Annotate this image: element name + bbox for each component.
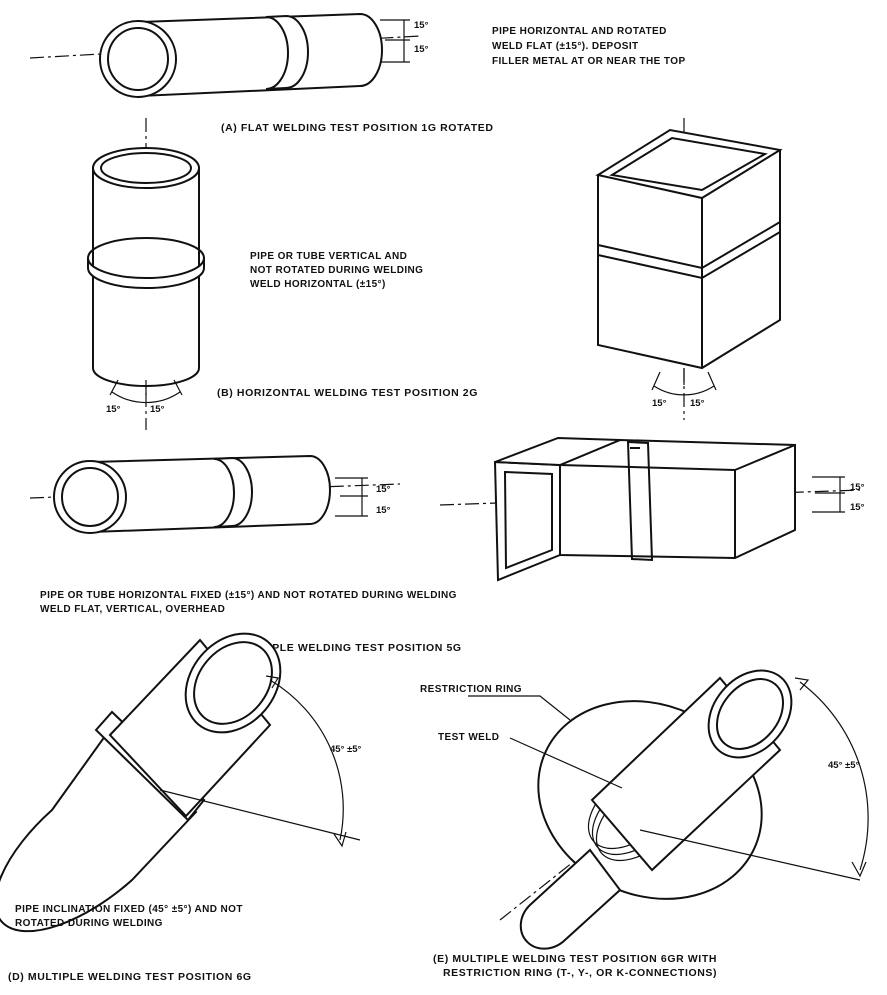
- panel-a-dim-bottom: 15°: [414, 44, 429, 55]
- panel-b-note-line-2: NOT ROTATED DURING WELDING: [250, 265, 423, 276]
- panel-e-caption-line-2: RESTRICTION RING (T-, Y-, OR K-CONNECTIO…: [443, 967, 717, 979]
- panel-e-label-restriction-ring: RESTRICTION RING: [420, 684, 522, 695]
- panel-c-horizontal-tube: 15° 15°: [439, 436, 865, 582]
- panel-d-angle: 45° ±5°: [330, 744, 362, 755]
- panel-b-tube-dim-left: 15°: [652, 398, 667, 409]
- panel-c-note-line-1: PIPE OR TUBE HORIZONTAL FIXED (±15°) AND…: [40, 590, 457, 601]
- panel-c-horizontal-pipe: 15° 15°: [29, 454, 401, 534]
- panel-b-pipe-dim-left: 15°: [106, 404, 121, 415]
- panel-d-inclined-pipe: 45° ±5°: [0, 632, 362, 933]
- panel-c-pipe-dim-top: 15°: [376, 484, 391, 495]
- panel-b-pipe-dim-right: 15°: [150, 404, 165, 415]
- panel-e-restriction-ring: 45° ±5°: [468, 669, 869, 950]
- panel-e-angle: 45° ±5°: [828, 760, 860, 771]
- panel-a-note-line-3: FILLER METAL AT OR NEAR THE TOP: [492, 56, 686, 67]
- panel-a-flat-pipe: 15° 15°: [29, 12, 429, 98]
- panel-b-note-line-1: PIPE OR TUBE VERTICAL AND: [250, 251, 407, 262]
- panel-a-note-line-2: WELD FLAT (±15°). DEPOSIT: [492, 41, 639, 52]
- panel-c-caption: (C) MULTIPLE WELDING TEST POSITION 5G: [218, 642, 462, 654]
- panel-b-vertical-pipe: 15° 15°: [87, 118, 205, 430]
- panel-d-note-line-2: ROTATED DURING WELDING: [15, 918, 163, 929]
- panel-c-note-line-2: WELD FLAT, VERTICAL, OVERHEAD: [40, 604, 225, 615]
- panel-c-tube-dim-top: 15°: [850, 482, 865, 493]
- panel-b-vertical-tube: 15° 15°: [595, 118, 783, 420]
- panel-e-caption-line-1: (E) MULTIPLE WELDING TEST POSITION 6GR W…: [433, 953, 717, 965]
- panel-c-tube-dim-bottom: 15°: [850, 502, 865, 513]
- panel-b-note-line-3: WELD HORIZONTAL (±15°): [250, 279, 386, 290]
- panel-d-caption: (D) MULTIPLE WELDING TEST POSITION 6G: [8, 971, 252, 983]
- panel-a-dim-top: 15°: [414, 20, 429, 31]
- panel-a-caption: (A) FLAT WELDING TEST POSITION 1G ROTATE…: [221, 122, 494, 134]
- panel-b-tube-dim-right: 15°: [690, 398, 705, 409]
- panel-c-pipe-dim-bottom: 15°: [376, 505, 391, 516]
- panel-a-note-line-1: PIPE HORIZONTAL AND ROTATED: [492, 26, 667, 37]
- panel-e-label-test-weld: TEST WELD: [438, 732, 499, 743]
- panel-b-caption: (B) HORIZONTAL WELDING TEST POSITION 2G: [217, 387, 478, 399]
- panel-d-note-line-1: PIPE INCLINATION FIXED (45° ±5°) AND NOT: [15, 904, 243, 915]
